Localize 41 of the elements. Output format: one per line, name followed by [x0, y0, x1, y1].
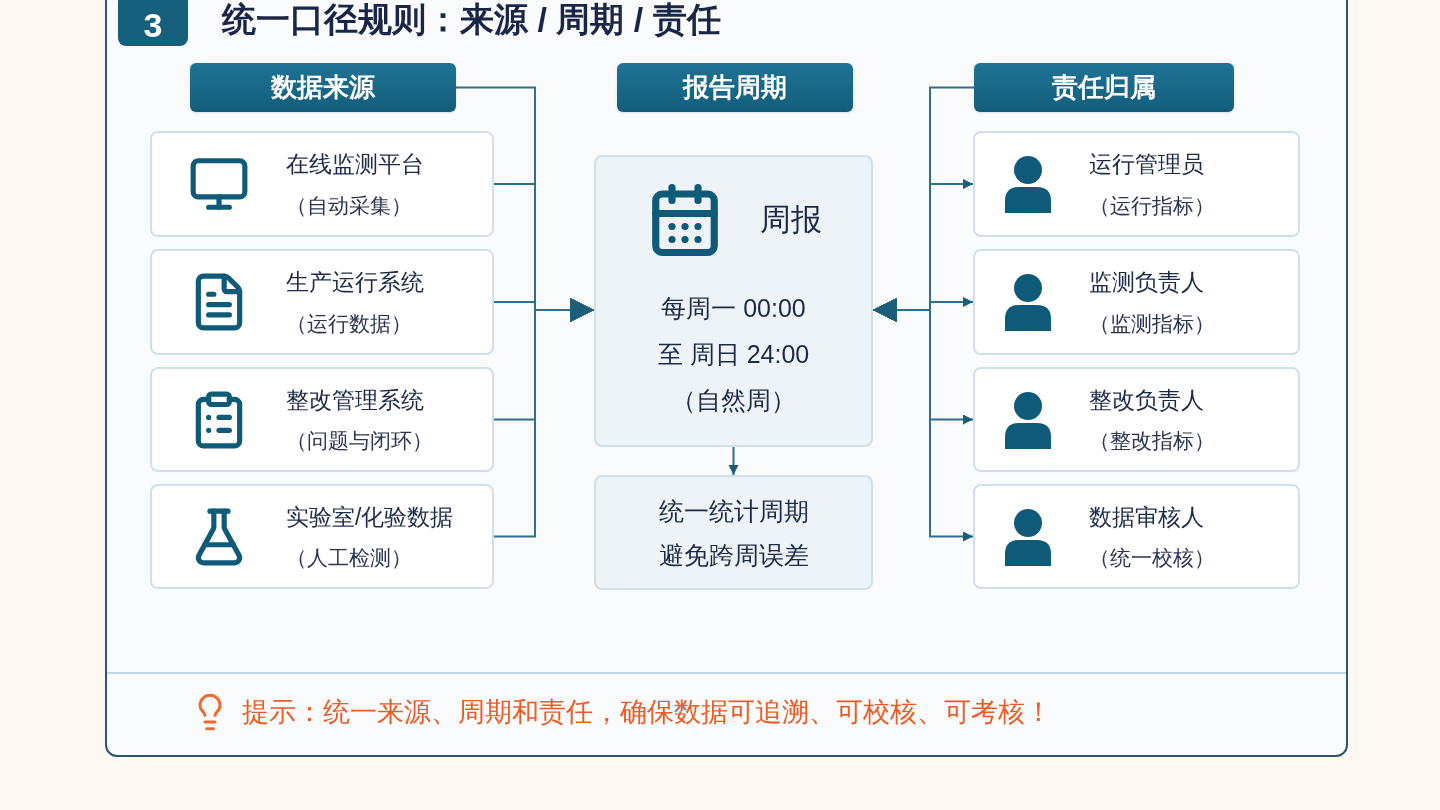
card-subtitle: （统一校核）: [1089, 545, 1215, 571]
section-header: 报告周期: [617, 63, 853, 112]
period-text: 每周一 00:00: [661, 293, 806, 324]
source-card: [973, 131, 1300, 237]
source-card: [973, 249, 1300, 355]
card-title: 运行管理员: [1089, 150, 1205, 179]
source-card: [150, 484, 494, 589]
card-title: 在线监测平台: [286, 150, 424, 179]
period-text: （自然周）: [671, 385, 796, 416]
title: 统一口径规则：来源 / 周期 / 责任: [222, 0, 721, 40]
number-badge: 3: [118, 0, 188, 46]
source-card: [973, 484, 1300, 589]
card-title: 整改管理系统: [286, 385, 425, 415]
period-text: 至 周日 24:00: [657, 339, 810, 370]
note-text: 统一统计周期: [658, 495, 809, 527]
card-title: 实验室/化验数据: [286, 502, 454, 532]
card-title: 生产运行系统: [286, 268, 424, 297]
note-text: 避免跨周误差: [658, 539, 809, 571]
period-title: 周报: [759, 200, 822, 239]
card-subtitle: （监测指标）: [1089, 310, 1215, 337]
card-subtitle: （自动采集）: [286, 192, 413, 219]
source-card: [973, 367, 1300, 472]
card-title: 监测负责人: [1089, 268, 1205, 297]
connector-arrow: [728, 446, 739, 476]
card-title: 数据审核人: [1089, 502, 1205, 532]
section-header: 责任归属: [974, 63, 1234, 112]
card-subtitle: （人工检测）: [286, 545, 413, 571]
source-card: [150, 131, 494, 237]
card-title: 整改负责人: [1089, 385, 1205, 415]
card-subtitle: （运行数据）: [286, 310, 413, 337]
card-subtitle: （运行指标）: [1089, 192, 1215, 219]
section-header: 数据来源: [190, 63, 456, 112]
card-subtitle: （问题与闭环）: [286, 428, 433, 454]
period-card: [594, 155, 873, 447]
connector-arrow: [872, 298, 974, 542]
connector-arrow: [493, 298, 595, 538]
note-card: [594, 475, 873, 590]
card-subtitle: （整改指标）: [1089, 428, 1215, 454]
source-card: [150, 367, 494, 472]
tip-text: 提示：统一来源、周期和责任，确保数据可追溯、可校核、可考核！: [242, 696, 1052, 729]
source-card: [150, 249, 494, 355]
